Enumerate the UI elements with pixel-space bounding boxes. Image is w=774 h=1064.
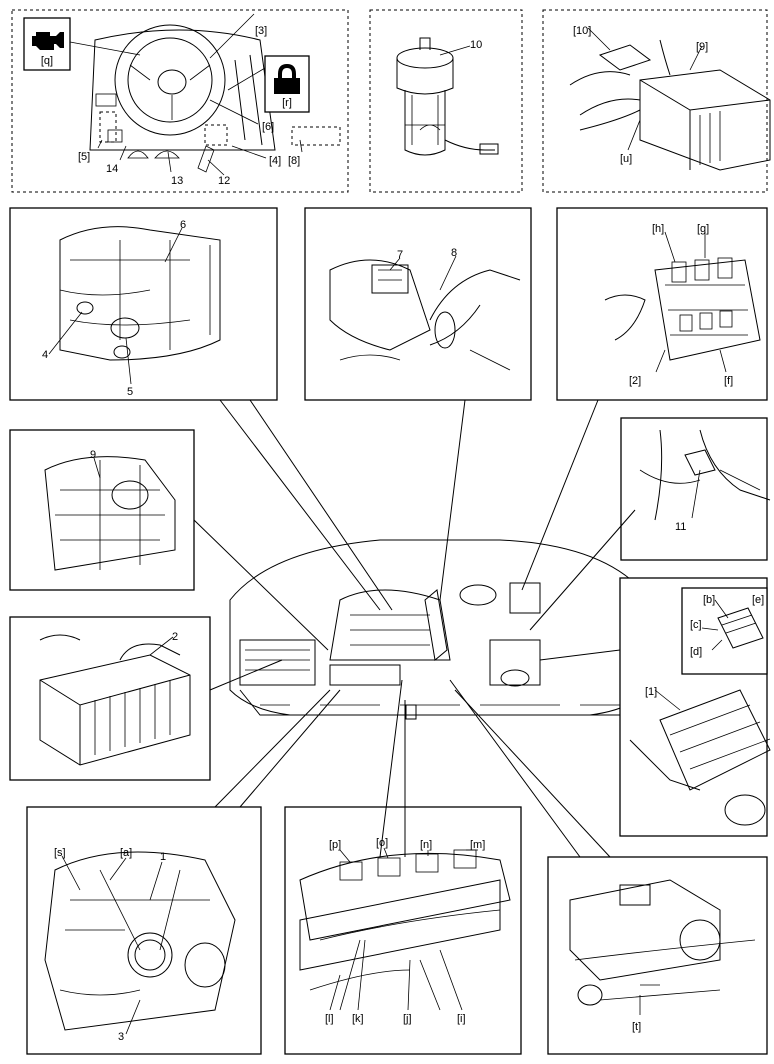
panel-right-11 [620,417,771,561]
callout-q: [q] [41,55,53,67]
callout-13: 13 [171,175,183,187]
callout-n: [n] [420,839,432,851]
callout-14: 14 [106,163,118,175]
callout-9: 9 [90,449,96,461]
callout-j: [j] [403,1013,412,1025]
immobilizer-indicator-callout: [r] [264,55,310,113]
leader-lines [193,399,636,858]
engine-warning-lamp-callout: [q] [23,17,71,71]
callout-t: [t] [632,1021,641,1033]
panel-left-engine-6-4-5 [9,207,278,401]
callout-6-bracket: [6] [262,121,274,133]
immobilizer-lock-icon [274,64,300,94]
callout-9-bracket: [9] [696,41,708,53]
callout-8: 8 [451,247,457,259]
callout-6: 6 [180,219,186,231]
callout-h: [h] [652,223,664,235]
check-engine-icon [32,32,64,50]
callout-5: 5 [127,386,133,398]
callout-f: [f] [724,375,733,387]
callout-8-bracket: [8] [288,155,300,167]
callout-c: [c] [690,619,702,631]
panel-fuel-pump [369,9,523,193]
callout-10: 10 [470,39,482,51]
callout-4: 4 [42,349,48,361]
callout-12: 12 [218,175,230,187]
callout-5-bracket: [5] [78,151,90,163]
panel-injectors [284,806,522,1055]
panel-throttle-body [26,806,262,1055]
panel-ecm [619,577,771,837]
callout-7: 7 [397,249,403,261]
callout-1-bracket: [1] [645,686,657,698]
callout-11: 11 [675,521,686,533]
callout-r: [r] [282,97,292,109]
callout-m: [m] [470,839,485,851]
callout-k: [k] [352,1013,364,1025]
callout-3-bracket: [3] [255,25,267,37]
callout-e: [e] [752,594,764,606]
callout-g: [g] [697,223,709,235]
callout-u: [u] [620,153,632,165]
callout-b: [b] [703,594,715,606]
callout-l: [l] [325,1013,334,1025]
callout-1: 1 [160,851,166,863]
panel-sensor-t [547,856,768,1055]
panel-left-9 [9,429,195,591]
callout-2-bracket: [2] [629,375,641,387]
callout-10-bracket: [10] [573,25,591,37]
callout-s: [s] [54,847,66,859]
callout-3: 3 [118,1031,124,1043]
callout-d: [d] [690,646,702,658]
callout-a: [a] [120,847,132,859]
callout-i: [i] [457,1013,466,1025]
callout-4-bracket: [4] [269,155,281,167]
panel-center-7-8 [304,207,532,401]
panel-instrument-cluster [11,9,349,193]
callout-2: 2 [172,631,178,643]
panel-air-cleaner [9,616,211,781]
panel-evap-canister [542,9,771,193]
panel-fuse-box [556,207,768,401]
callout-p: [p] [329,839,341,851]
